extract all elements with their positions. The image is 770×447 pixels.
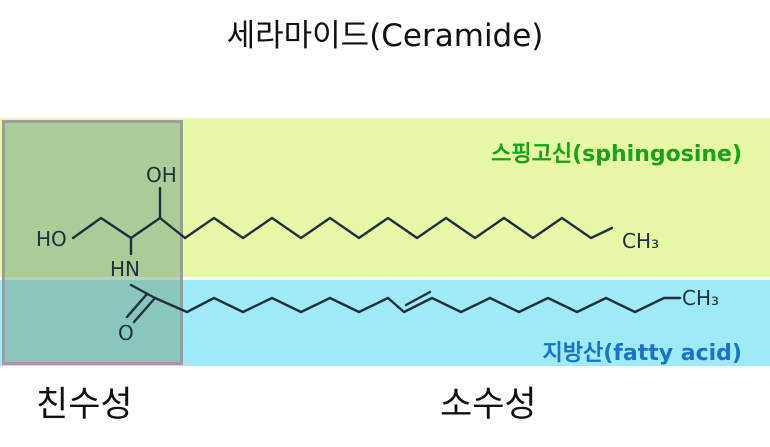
hydrophilic-label: 친수성 [36, 385, 133, 425]
sphingosine-label: 스핑고신(sphingosine) [491, 142, 742, 167]
ch3-sphingosine-label: CH₃ [622, 229, 659, 253]
carbonyl-bond-2 [125, 292, 149, 319]
sphingosine-chain [183, 216, 614, 240]
diagram-title: 세라마이드(Ceramide) [226, 18, 544, 54]
ch3-fatty-acid-label: CH₃ [682, 286, 719, 310]
fatty-acid-label: 지방산(fatty acid) [542, 341, 742, 366]
n-c-bond [129, 283, 157, 300]
carbonyl-bond-1 [132, 296, 157, 324]
ho-label: HO [36, 227, 67, 251]
o-label: O [118, 321, 134, 345]
oh-label: OH [146, 163, 177, 187]
hydrophilic-region-box [2, 120, 183, 365]
head-chain-bond [71, 216, 187, 240]
fatty-acid-chain [153, 296, 682, 314]
nh-label: HN [110, 257, 140, 281]
hydrophobic-label: 소수성 [440, 385, 537, 425]
double-bond [404, 290, 432, 307]
